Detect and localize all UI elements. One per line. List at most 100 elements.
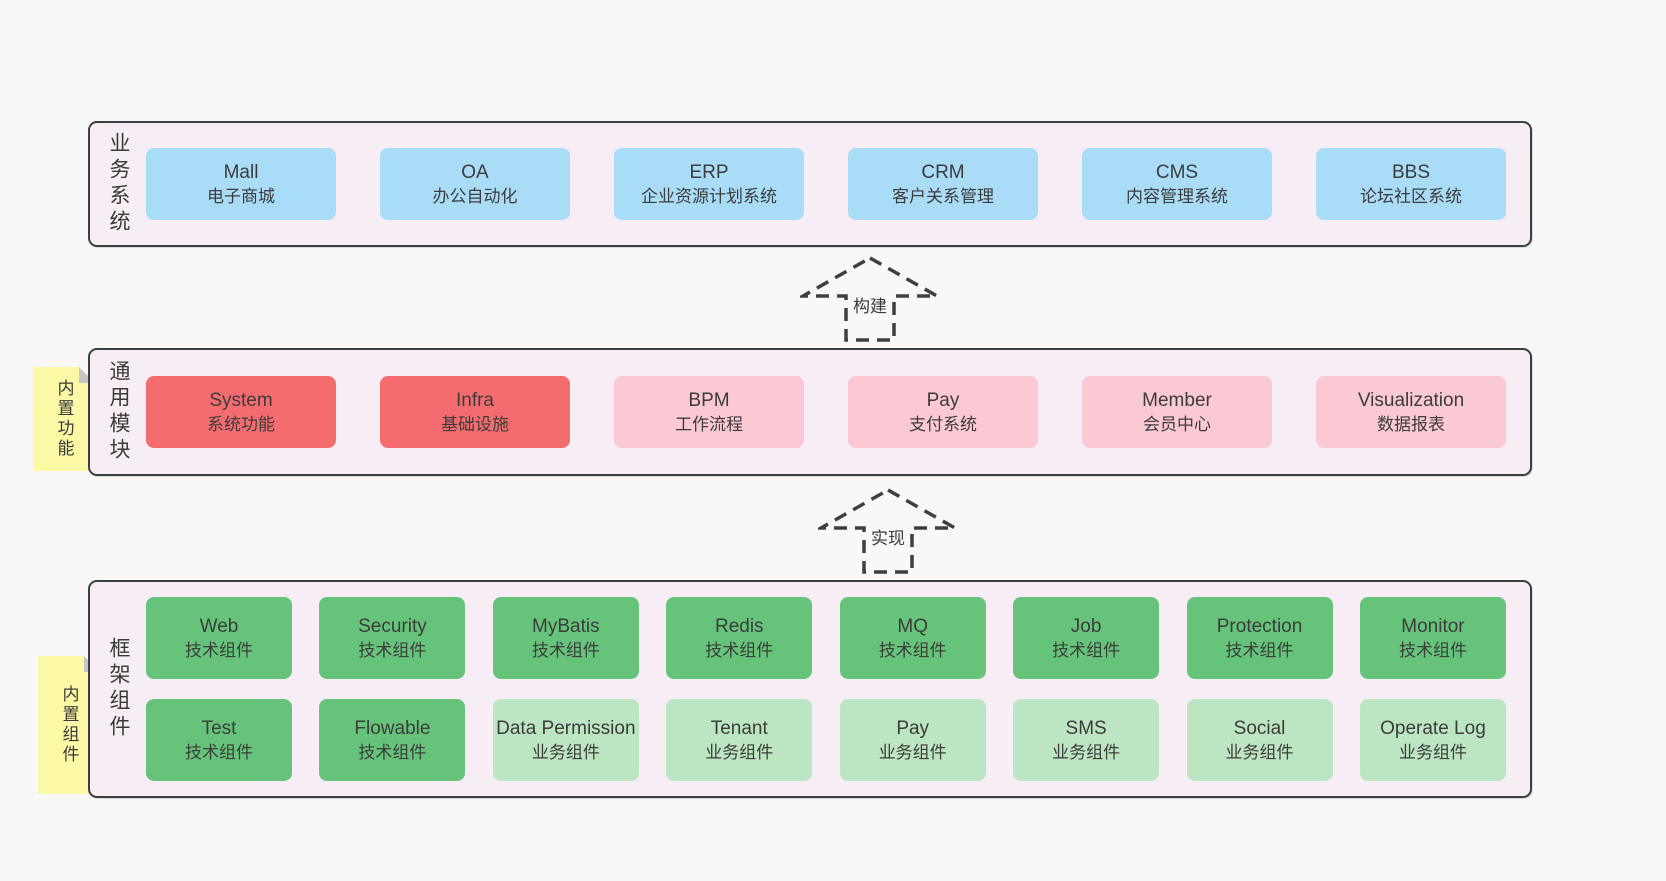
box-monitor: Monitor 技术组件 — [1359, 597, 1506, 679]
box-subtitle: 业务组件 — [705, 742, 774, 762]
common-boxes: System 系统功能 Infra 基础设施 BPM 工作流程 Pay 支付系统… — [146, 350, 1530, 474]
box-title: Mall — [223, 161, 259, 183]
box-subtitle: 工作流程 — [675, 414, 743, 434]
box-subtitle: 会员中心 — [1143, 414, 1211, 434]
box-subtitle: 技术组件 — [531, 640, 600, 660]
box-title: SMS — [1065, 717, 1107, 739]
box-subtitle: 办公自动化 — [432, 186, 518, 206]
box-mall: Mall 电子商城 — [146, 148, 336, 220]
box-title: Operate Log — [1380, 717, 1486, 739]
box-subtitle: 技术组件 — [185, 742, 253, 762]
box-crm: CRM 客户关系管理 — [848, 148, 1038, 220]
band-framework-components: 框架组件 Web 技术组件 Security 技术组件 MyBatis 技术组件… — [88, 580, 1532, 798]
box-bpm: BPM 工作流程 — [614, 376, 804, 448]
band-business-label: 业务系统 — [107, 132, 130, 236]
box-system: System 系统功能 — [146, 376, 336, 448]
band-common-modules: 通用模块 System 系统功能 Infra 基础设施 BPM 工作流程 Pay… — [88, 348, 1532, 476]
framework-boxes: Web 技术组件 Security 技术组件 MyBatis 技术组件 Redi… — [146, 582, 1530, 796]
box-job: Job 技术组件 — [1013, 597, 1160, 679]
box-title: System — [209, 389, 273, 411]
box-title: Pay — [896, 717, 930, 739]
box-title: Test — [201, 717, 237, 739]
box-subtitle: 数据报表 — [1377, 414, 1445, 434]
box-member: Member 会员中心 — [1082, 376, 1272, 448]
sticky-built-in-functions-label: 内置功能 — [54, 379, 74, 459]
box-test: Test 技术组件 — [146, 699, 292, 781]
box-pay-system: Pay 支付系统 — [848, 376, 1038, 448]
box-subtitle: 电子商城 — [207, 186, 275, 206]
box-subtitle: 技术组件 — [358, 640, 427, 660]
box-cms: CMS 内容管理系统 — [1082, 148, 1272, 220]
box-visualization: Visualization 数据报表 — [1316, 376, 1506, 448]
box-subtitle: 技术组件 — [705, 640, 774, 660]
box-mq: MQ 技术组件 — [839, 597, 986, 679]
band-business-systems: 业务系统 Mall 电子商城 OA 办公自动化 ERP 企业资源计划系统 CRM… — [88, 121, 1532, 247]
box-subtitle: 业务组件 — [1225, 742, 1294, 762]
box-title: Pay — [926, 389, 960, 411]
box-title: Visualization — [1357, 389, 1465, 411]
band-common-label-area: 通用模块 — [90, 350, 146, 474]
box-operate-log: Operate Log 业务组件 — [1359, 699, 1506, 781]
box-title: ERP — [689, 161, 729, 183]
box-subtitle: 业务组件 — [1398, 742, 1467, 762]
box-sms: SMS 业务组件 — [1013, 699, 1160, 781]
box-security: Security 技术组件 — [319, 597, 466, 679]
business-boxes: Mall 电子商城 OA 办公自动化 ERP 企业资源计划系统 CRM 客户关系… — [146, 123, 1530, 245]
box-subtitle: 客户关系管理 — [892, 186, 994, 206]
box-subtitle: 论坛社区系统 — [1360, 186, 1462, 206]
box-title: BBS — [1391, 161, 1431, 183]
box-subtitle: 支付系统 — [909, 414, 977, 434]
box-subtitle: 技术组件 — [1052, 640, 1121, 660]
box-infra: Infra 基础设施 — [380, 376, 570, 448]
box-subtitle: 企业资源计划系统 — [641, 186, 777, 206]
box-subtitle: 系统功能 — [207, 414, 275, 434]
box-tenant: Tenant 业务组件 — [666, 699, 813, 781]
box-mybatis: MyBatis 技术组件 — [492, 597, 639, 679]
box-title: CMS — [1155, 161, 1199, 183]
box-title: Security — [358, 615, 427, 637]
box-oa: OA 办公自动化 — [380, 148, 570, 220]
box-subtitle: 技术组件 — [1225, 640, 1294, 660]
box-subtitle: 技术组件 — [1398, 640, 1467, 660]
box-title: BPM — [688, 389, 730, 411]
box-title: MyBatis — [532, 615, 600, 637]
box-title: Web — [199, 615, 239, 637]
box-protection: Protection 技术组件 — [1186, 597, 1333, 679]
box-subtitle: 内容管理系统 — [1126, 186, 1228, 206]
framework-row-1: Web 技术组件 Security 技术组件 MyBatis 技术组件 Redi… — [146, 597, 1506, 679]
box-title: OA — [461, 161, 489, 183]
box-subtitle: 业务组件 — [878, 742, 947, 762]
sticky-built-in-components-label: 内置组件 — [59, 685, 79, 765]
box-subtitle: 业务组件 — [531, 742, 600, 762]
box-title: Monitor — [1401, 615, 1465, 637]
box-title: Social — [1233, 717, 1286, 739]
box-subtitle: 业务组件 — [1052, 742, 1121, 762]
box-title: Redis — [714, 615, 764, 637]
band-framework-label: 框架组件 — [107, 637, 130, 741]
box-pay-component: Pay 业务组件 — [839, 699, 986, 781]
box-title: Protection — [1216, 615, 1303, 637]
box-title: Data Permission — [496, 717, 636, 739]
box-title: Tenant — [710, 717, 768, 739]
box-redis: Redis 技术组件 — [666, 597, 813, 679]
box-social: Social 业务组件 — [1186, 699, 1333, 781]
band-common-label: 通用模块 — [107, 360, 130, 464]
box-subtitle: 技术组件 — [878, 640, 947, 660]
box-title: Infra — [455, 389, 495, 411]
box-bbs: BBS 论坛社区系统 — [1316, 148, 1506, 220]
box-title: MQ — [897, 615, 928, 637]
box-erp: ERP 企业资源计划系统 — [614, 148, 804, 220]
box-subtitle: 基础设施 — [441, 414, 509, 434]
box-title: Member — [1142, 389, 1212, 411]
up-arrow-build-icon: 构建 — [800, 255, 940, 343]
box-title: Job — [1070, 615, 1102, 637]
sticky-note-built-in-functions: 内置功能 — [33, 367, 95, 471]
up-arrow-implement-icon: 实现 — [818, 487, 958, 575]
box-title: CRM — [921, 161, 965, 183]
framework-row-2: Test 技术组件 Flowable 技术组件 Data Permission … — [146, 699, 1506, 781]
box-subtitle: 技术组件 — [185, 640, 253, 660]
box-data-permission: Data Permission 业务组件 — [492, 699, 639, 781]
box-flowable: Flowable 技术组件 — [319, 699, 466, 781]
band-framework-label-area: 框架组件 — [90, 582, 146, 796]
band-business-label-area: 业务系统 — [90, 123, 146, 245]
